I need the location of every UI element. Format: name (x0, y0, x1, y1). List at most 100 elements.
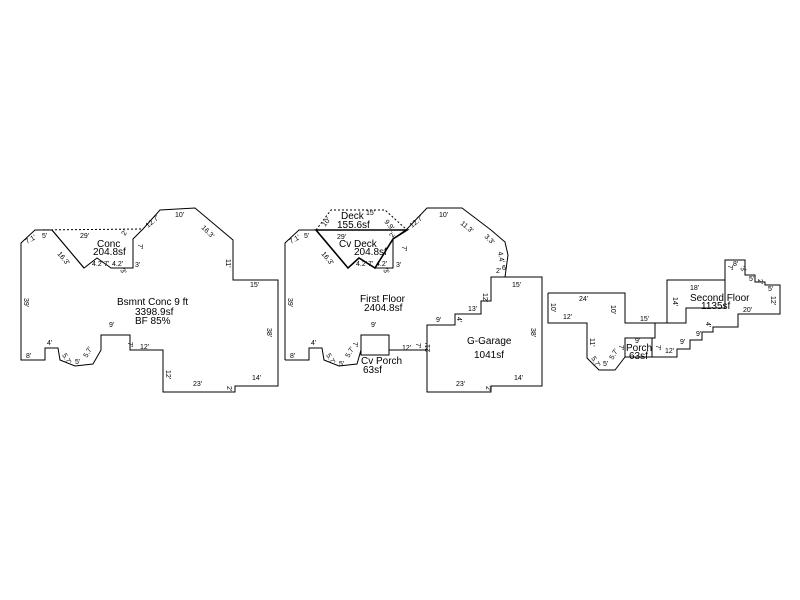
first-floor-dim: 23' (456, 381, 465, 388)
second-floor-dim: 5' (603, 361, 608, 368)
first-floor-dim: 7' (414, 343, 421, 348)
first-floor-dim: 10' (439, 212, 448, 219)
first-floor-dim: 15' (512, 282, 521, 289)
second-floor-area: 1135sf (701, 301, 731, 312)
second-floor-dim: 10' (609, 305, 616, 314)
first-floor-name: First Floor (360, 294, 406, 305)
first-floor-garage-area: 1041sf (474, 350, 504, 361)
basement-area: 3398.9sf (135, 307, 174, 318)
second-floor-dim: 15' (640, 316, 649, 323)
first-floor-dim: 29' (337, 234, 346, 241)
basement-dim: 7.1' (25, 234, 38, 246)
first-floor-dim: 11.3' (459, 220, 475, 235)
second-floor-porch-area: 63sf (629, 351, 648, 362)
second-floor-dim: 8' (733, 261, 738, 268)
basement-dim: 4.2' (92, 261, 103, 268)
first-floor-dim: 38' (529, 328, 536, 337)
basement-dim: 5.7' (60, 353, 72, 366)
basement-dim: 12' (140, 344, 149, 351)
basement-dim: 7' (104, 261, 109, 268)
first-floor-dim: 7' (400, 246, 407, 251)
first-floor-dim: 10' (321, 217, 332, 228)
basement-conc-area: 204.8sf (93, 247, 126, 258)
first-floor-dim: 4.2' (356, 261, 367, 268)
first-floor-dim: 5.7' (324, 353, 336, 366)
second-floor-dim: 20' (743, 307, 752, 314)
first-floor-dim: 3.3' (483, 233, 496, 246)
first-floor-dim: 5.7' (345, 346, 357, 359)
first-floor-dim: 3' (381, 268, 390, 276)
first-floor-dim: 15' (366, 210, 375, 217)
second-floor-dim: 12' (665, 348, 674, 355)
second-floor-dim: 11' (588, 338, 595, 347)
basement-dim: 38' (265, 328, 272, 337)
second-floor-dim: 3' (738, 266, 747, 274)
basement-dim: 4' (47, 340, 52, 347)
basement-name: Bsmnt Conc 9 ft (117, 297, 188, 308)
second-floor-dim: 12' (769, 296, 776, 305)
second-floor-dim: 24' (579, 296, 588, 303)
basement-dim: 9' (109, 322, 114, 329)
basement-conc-name: Conc (97, 239, 120, 250)
first-floor-dim: 6 (502, 265, 506, 272)
basement-dim: 5.7' (83, 346, 95, 359)
first-floor-dim: 12.7' (409, 215, 425, 230)
second-floor-dim: 9' (680, 339, 685, 346)
second-floor-dim: 10' (549, 303, 556, 312)
first-floor-dim: 9' (436, 317, 441, 324)
basement-conc-edge (51, 229, 85, 269)
first-floor-plan: Deck 155.6sf Cv Deck 204.8sf First Floor… (284, 207, 543, 393)
second-floor-dim: 5' (768, 286, 773, 293)
basement-dim: 2' (121, 229, 130, 237)
basement-outline (20, 207, 279, 393)
basement-dim: 12.7' (145, 215, 161, 230)
basement-dim: 15' (250, 282, 259, 289)
first-floor-deck (315, 209, 408, 231)
second-floor-dim: 2' (756, 279, 763, 284)
second-floor-outline (547, 259, 781, 371)
first-floor-dim: 4.4' (496, 251, 505, 263)
first-floor-deck-area: 155.6sf (337, 220, 370, 231)
basement-dim: 2' (225, 386, 232, 391)
first-floor-dim: 4' (455, 317, 462, 322)
first-floor-dim: 4' (311, 340, 316, 347)
basement-dim: 39' (22, 298, 29, 307)
first-floor-porch (360, 350, 390, 356)
first-floor-dim: 12' (402, 345, 411, 352)
basement-dim: 16.3' (200, 224, 216, 240)
first-floor-dim: 16.3' (319, 251, 334, 267)
first-floor-dim: 2' (496, 268, 501, 275)
basement-dim: 23' (193, 381, 202, 388)
second-floor-dim: 7' (654, 345, 661, 350)
first-floor-garage-name: G-Garage (467, 336, 512, 347)
first-floor-dim: 7' (368, 261, 373, 268)
first-floor-dim: 13' (468, 306, 477, 313)
second-floor-dim: 5.7' (589, 356, 601, 369)
basement-plan: Conc 204.8sf Bsmnt Conc 9 ft 3398.9sf BF… (20, 207, 279, 393)
first-floor-dim: 14' (514, 375, 523, 382)
first-floor-dim: 4.2' (376, 261, 387, 268)
basement-dim: 29' (80, 233, 89, 240)
first-floor-dim: 2' (389, 231, 398, 239)
second-floor-name: Second Floor (690, 293, 750, 304)
first-floor-dim: 12' (481, 293, 488, 302)
basement-dim: 16.3' (55, 251, 70, 267)
second-floor-porch (624, 337, 653, 358)
second-floor-dim: 7' (617, 345, 624, 350)
second-floor-plan: Second Floor 1135sf Porch 63sf 10' 24' 1… (547, 259, 781, 371)
first-floor-dim: 8' (290, 353, 295, 360)
second-floor-dim: 14' (671, 297, 678, 306)
first-floor-dim: 7.1' (289, 234, 302, 246)
first-floor-area: 2404.8sf (364, 303, 403, 314)
basement-dim: 11' (224, 259, 231, 268)
basement-dim: 12' (164, 370, 171, 379)
second-floor-porch-name: Porch (626, 343, 652, 354)
second-floor-dim: 12' (563, 314, 572, 321)
first-floor-dim: 21' (425, 343, 432, 352)
second-floor-north-wall (548, 279, 725, 324)
basement-dim: 7' (136, 244, 143, 249)
basement-conc-boundary (34, 228, 144, 231)
first-floor-dim: 2' (484, 386, 491, 391)
second-floor-dim: 5.7' (609, 348, 621, 361)
